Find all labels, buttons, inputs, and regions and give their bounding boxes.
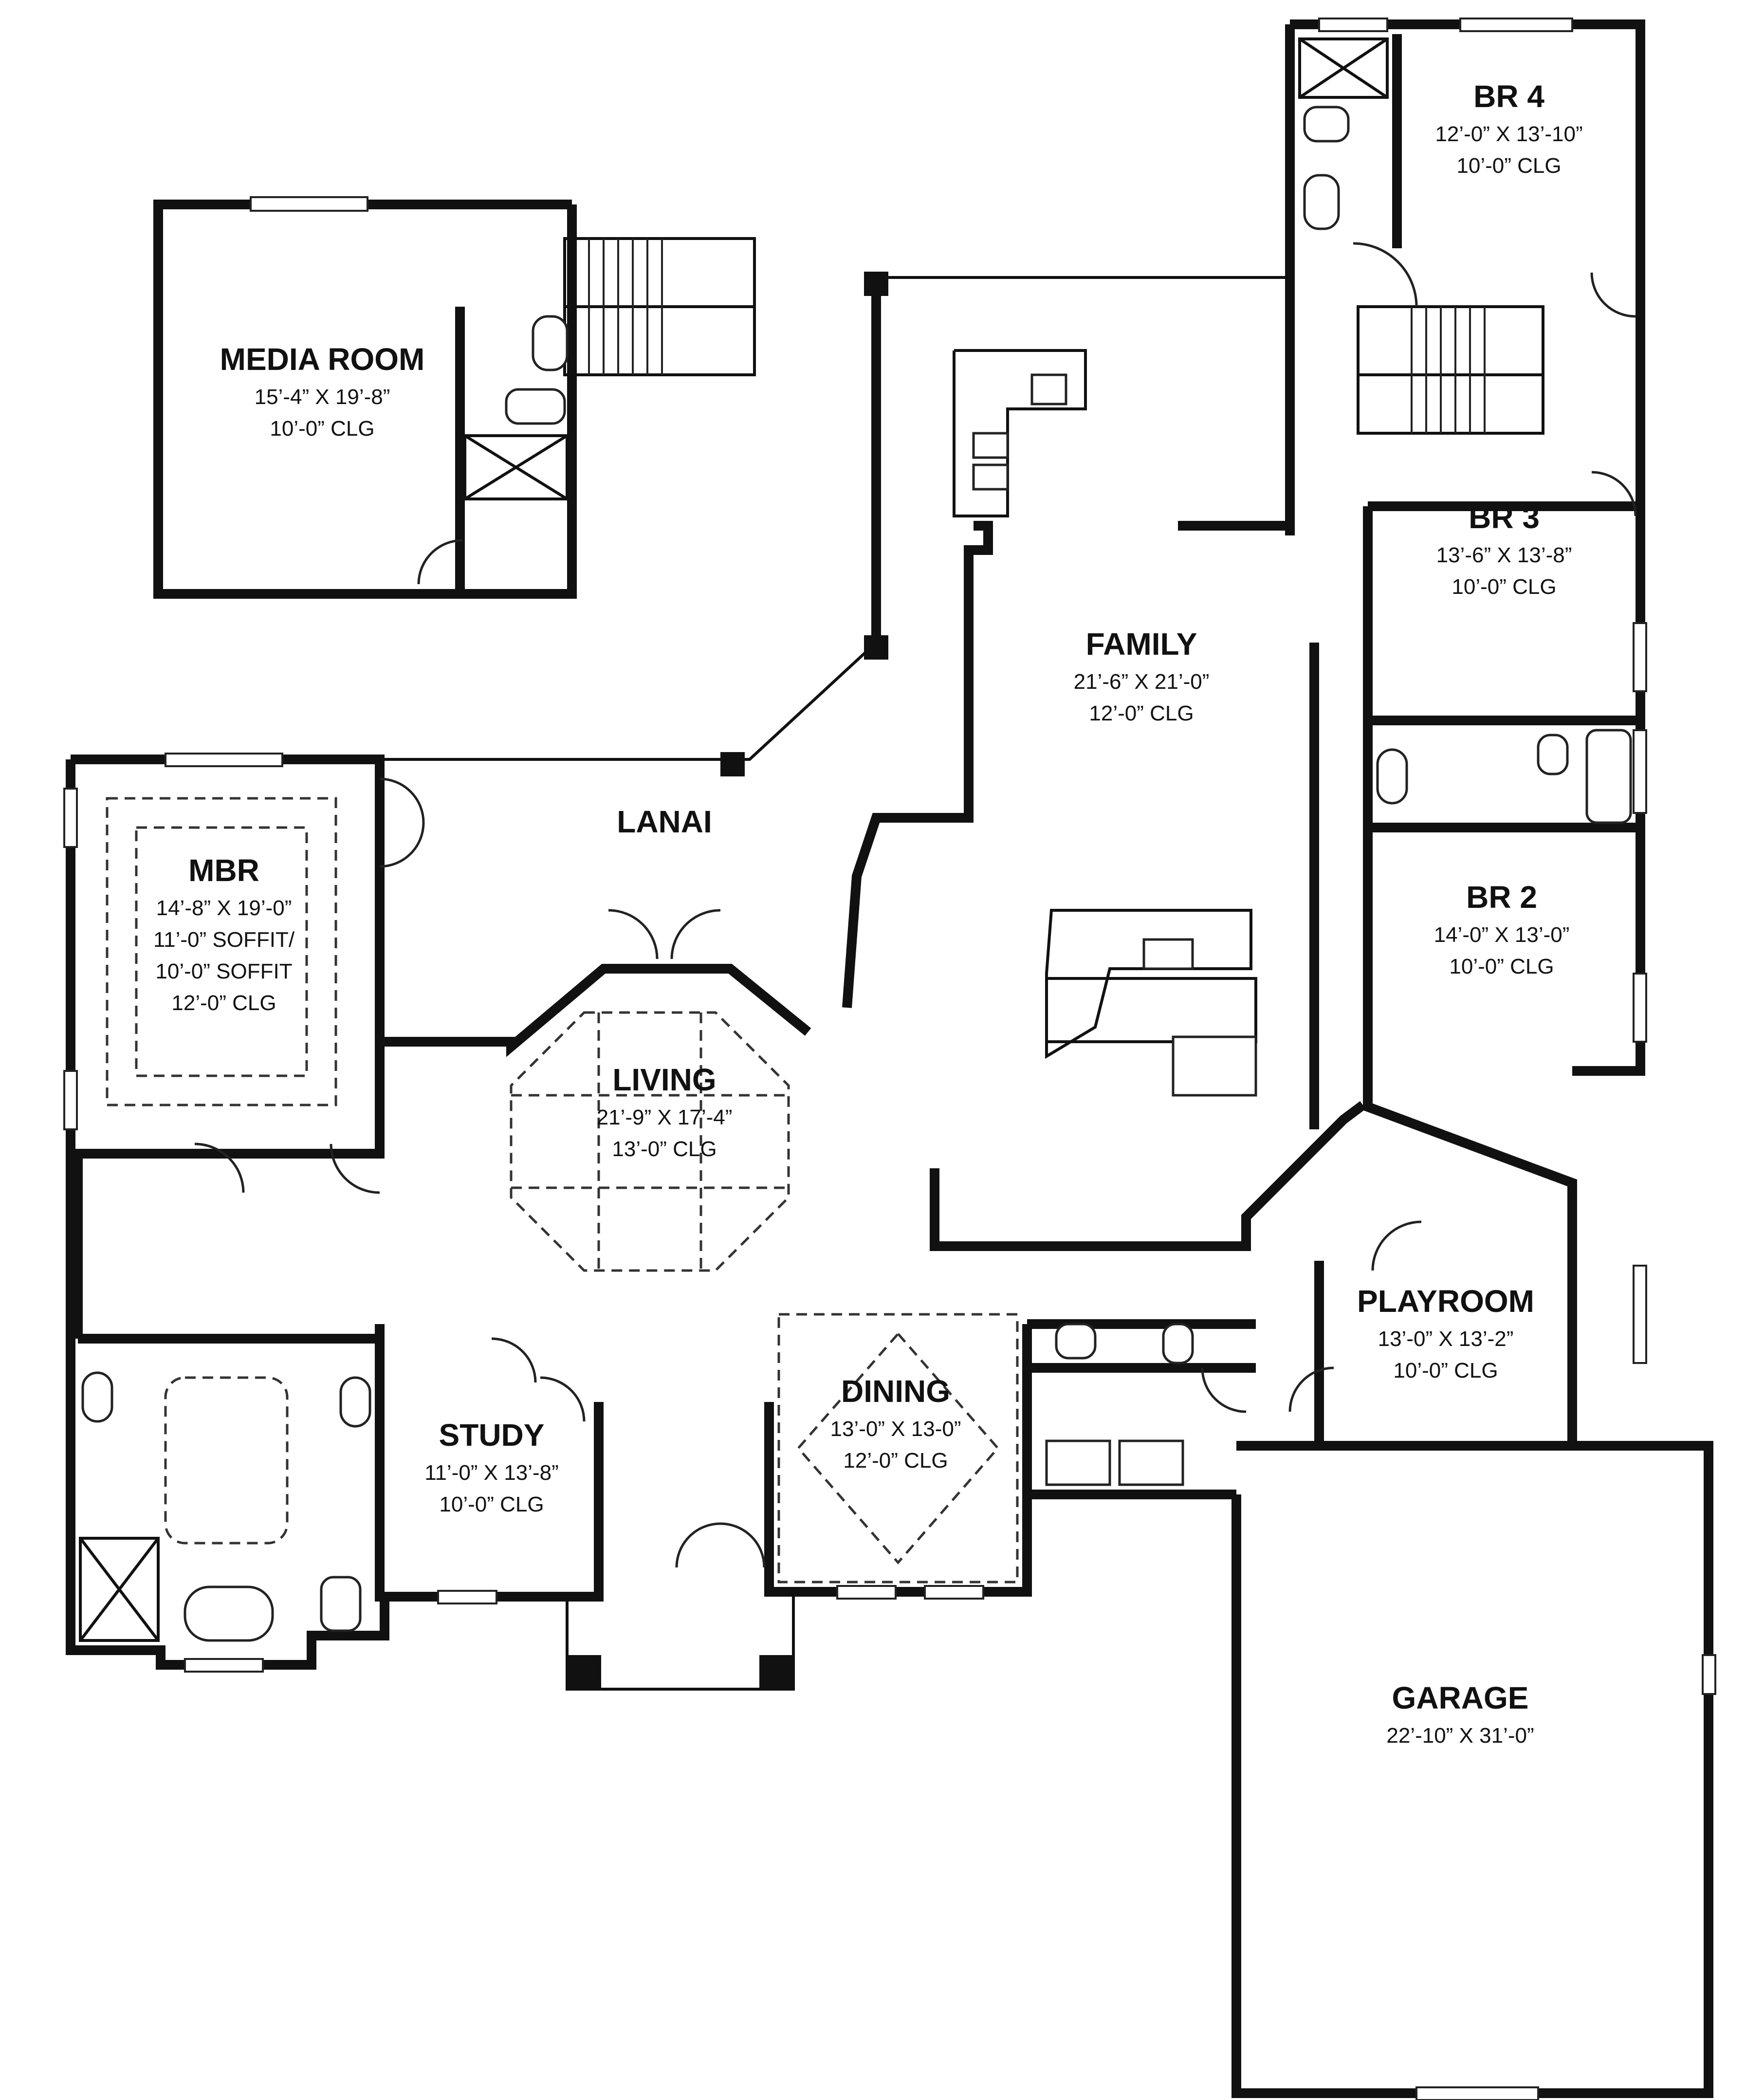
garage-label: GARAGE [1392, 1680, 1529, 1715]
shower-fixture [463, 434, 569, 500]
kitchen [953, 349, 1257, 1097]
kitchen-sink-fixture [1030, 373, 1067, 405]
mbr-clg: 12’-0” CLG [171, 991, 276, 1015]
toilet-fixture [505, 388, 566, 425]
playroom-dims: 13’-0” X 13’-2” [1378, 1327, 1514, 1351]
sink-fixture [532, 315, 569, 371]
cooktop-fixture [972, 432, 1009, 459]
study-dims: 11’-0” X 13’-8” [424, 1461, 559, 1485]
mbr-dims: 14’-8” X 19’-0” [156, 896, 292, 920]
living-label: LIVING [612, 1062, 716, 1097]
media-door-swing [417, 539, 463, 585]
dining-clg: 12’-0” CLG [843, 1449, 948, 1473]
br4-clg: 10’-0” CLG [1456, 154, 1561, 178]
media-room-block: MEDIA ROOM 15’-4” X 19’-8” 10’-0” CLG [153, 196, 756, 599]
br4-dims: 12’-0” X 13’-10” [1435, 122, 1582, 146]
study-label: STUDY [439, 1418, 545, 1453]
mbr-label: MBR [188, 853, 259, 888]
mbr-soffit1: 11’-0” SOFFIT/ [153, 928, 295, 952]
kitchen-island-fixture [1172, 1035, 1257, 1097]
media-room-label: MEDIA ROOM [220, 342, 425, 377]
main-stairs [1357, 305, 1544, 435]
lanai-label: LANAI [617, 804, 712, 839]
family-label: FAMILY [1086, 626, 1197, 662]
dining-dims: 13’-0” X 13-0” [830, 1417, 961, 1441]
study-clg: 10’-0” CLG [439, 1492, 544, 1516]
br4-label: BR 4 [1473, 79, 1544, 114]
entry-porch [566, 1597, 795, 1691]
bath-fixtures [79, 37, 1632, 1642]
br2-clg: 10’-0” CLG [1449, 955, 1554, 978]
windows [63, 18, 1716, 2100]
living-clg: 13’-0” CLG [612, 1137, 717, 1161]
playroom-clg: 10’-0” CLG [1393, 1359, 1498, 1382]
garage-dims: 22’-10” X 31’-0” [1386, 1724, 1534, 1748]
media-stairs [563, 237, 756, 376]
dining-label: DINING [841, 1374, 950, 1409]
br3-label: BR 3 [1469, 500, 1540, 535]
door-swings [194, 242, 1637, 1568]
br3-clg: 10’-0” CLG [1452, 575, 1556, 599]
posts [567, 272, 888, 1689]
media-room-clg: 10’-0” CLG [270, 417, 374, 441]
island-sink-fixture [1142, 938, 1194, 970]
mbr-soffit2: 10’-0” SOFFIT [155, 959, 292, 983]
family-dims: 21’-6” X 21’-0” [1074, 670, 1210, 694]
main-walls [66, 19, 1713, 2098]
br2-dims: 14’-0” X 13’-0” [1434, 923, 1570, 947]
br3-dims: 13’-6” X 13’-8” [1436, 543, 1572, 567]
playroom-label: PLAYROOM [1357, 1284, 1534, 1319]
media-room-dims: 15’-4” X 19’-8” [255, 385, 390, 409]
living-dims: 21’-9” X 17’-4” [597, 1105, 733, 1129]
mbr-soffit [106, 797, 337, 1106]
family-clg: 12’-0” CLG [1089, 701, 1194, 725]
living-ceiling-grid [510, 1011, 790, 1272]
dining-ceiling [777, 1313, 1019, 1584]
br2-label: BR 2 [1466, 880, 1537, 915]
